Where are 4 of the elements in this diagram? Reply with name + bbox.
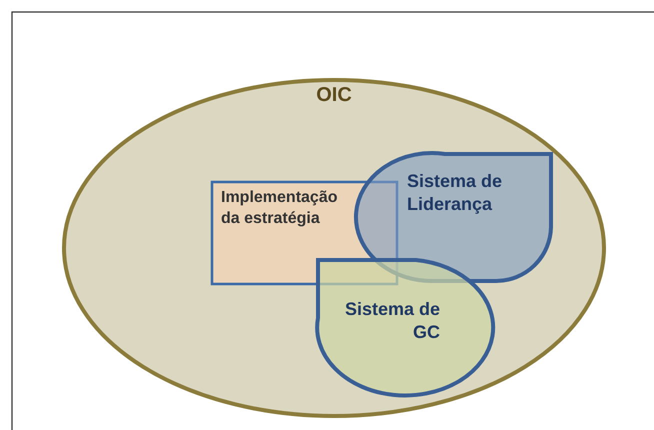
region-label: Sistema de Liderança (407, 170, 504, 216)
region-label: Sistema de GC (344, 298, 440, 344)
region-label: Implementação da estratégia (221, 188, 338, 229)
region-label: OIC (315, 83, 353, 108)
